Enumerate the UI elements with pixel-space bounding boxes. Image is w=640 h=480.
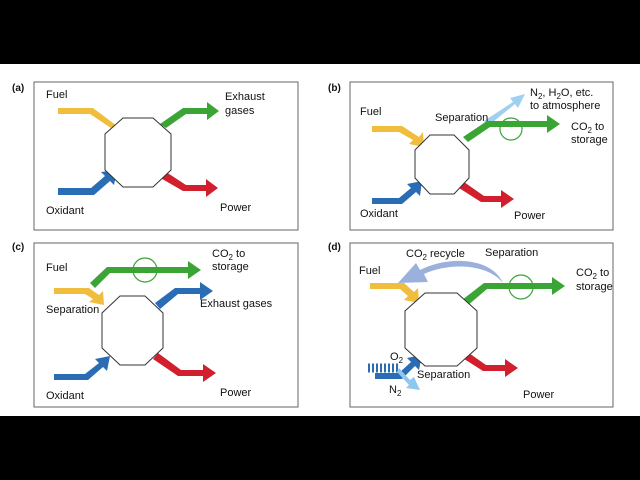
- panel-b-exhaust-arrow: [463, 115, 560, 142]
- panel-a-frame: [33, 81, 299, 231]
- panel-c-separation-label: Separation: [46, 304, 99, 316]
- panel-c-co2-arrow: [90, 261, 201, 288]
- panel-b-oxidant-arrow: [372, 181, 422, 204]
- panel-b-vent-label-2: to atmosphere: [530, 100, 600, 112]
- panel-b-fuel-label: Fuel: [360, 106, 381, 118]
- panel-a: (a) Fuel Oxidant Exhaust gases Power: [12, 81, 299, 231]
- panel-a-power-label: Power: [220, 202, 252, 214]
- panel-b-fuel-arrow: [372, 126, 424, 147]
- panel-d-recycle-arrow: [398, 260, 503, 283]
- panel-b-co2-storage-label-2: storage: [571, 134, 608, 146]
- panel-b-power-arrow: [459, 182, 514, 208]
- panel-a-exhaust-label-2: gases: [225, 105, 255, 117]
- panel-c-fuel-arrow: [54, 288, 104, 305]
- panel-d-n2-label: N2: [389, 384, 402, 398]
- panel-b-vent-label: N2, H2O, etc.: [530, 87, 593, 101]
- panel-c-power-arrow: [153, 353, 216, 382]
- panel-a-oxidant-arrow: [58, 170, 117, 195]
- panel-d-separation-bottom-label: Separation: [417, 369, 470, 381]
- panel-d-label: (d): [328, 242, 341, 253]
- panel-b-power-label: Power: [514, 210, 546, 222]
- panel-c-separation-circle: [132, 257, 158, 283]
- panel-d-co2-arrow: [462, 277, 565, 306]
- panel-c: (c) Fuel Separation Oxidant CO2 to stora…: [12, 242, 299, 408]
- panel-a-power-arrow: [157, 170, 218, 197]
- panel-d-fuel-label: Fuel: [359, 265, 380, 277]
- panel-d-nitrogen-arrow: [397, 368, 420, 390]
- panel-b-vent-arrow: [484, 94, 525, 126]
- panel-b-converter-octagon: [414, 134, 470, 195]
- panel-c-exhaust-arrow: [155, 282, 213, 309]
- panel-b-oxidant-label: Oxidant: [360, 208, 398, 220]
- panel-b-frame: [349, 81, 614, 231]
- panel-d-separation-circle: [508, 274, 534, 300]
- panel-c-power-label: Power: [220, 387, 252, 399]
- panel-d-separation-top-label: Separation: [485, 247, 538, 259]
- panel-d-power-arrow: [461, 351, 518, 377]
- panel-d-fuel-arrow: [370, 283, 419, 303]
- panel-c-label: (c): [12, 242, 24, 253]
- panel-b-co2-storage-label: CO2 to: [571, 121, 604, 135]
- panel-b-separation-circle: [499, 117, 523, 141]
- panel-c-fuel-label: Fuel: [46, 262, 67, 274]
- panel-c-co2-storage-label: CO2 to: [212, 248, 245, 262]
- panel-c-oxidant-arrow: [54, 356, 110, 380]
- panel-c-exhaust-label: Exhaust gases: [200, 298, 273, 310]
- panel-d-o2-label: O2: [390, 351, 404, 365]
- panel-d-co2-storage-label: CO2 to: [576, 267, 609, 281]
- panel-a-fuel-label: Fuel: [46, 89, 67, 101]
- panel-c-oxidant-label: Oxidant: [46, 390, 84, 402]
- panel-a-oxidant-label: Oxidant: [46, 205, 84, 217]
- panel-c-frame: [33, 242, 299, 408]
- panel-b: (b) Fuel Oxidant Separation N2, H2O, etc…: [328, 81, 614, 231]
- panel-a-exhaust-arrow: [160, 102, 219, 128]
- panel-c-co2-storage-label-2: storage: [212, 261, 249, 273]
- panel-b-separation-label: Separation: [435, 112, 488, 124]
- panel-d-converter-octagon: [404, 292, 478, 367]
- panel-c-converter-octagon: [101, 295, 164, 366]
- panel-d-power-label: Power: [523, 389, 555, 401]
- panel-d-co2-storage-label-2: storage: [576, 281, 613, 293]
- panel-a-label: (a): [12, 83, 24, 94]
- panel-d-recycle-label: CO2 recycle: [406, 248, 465, 262]
- panel-d-frame: [349, 242, 614, 408]
- panel-b-label: (b): [328, 83, 341, 94]
- panel-d: (d) Fuel CO2 recycle Separation CO2 to s…: [328, 242, 614, 408]
- panel-d-oxygen-arrow: [375, 355, 422, 379]
- panel-a-converter-octagon: [104, 117, 172, 188]
- panel-a-exhaust-label: Exhaust: [225, 91, 265, 103]
